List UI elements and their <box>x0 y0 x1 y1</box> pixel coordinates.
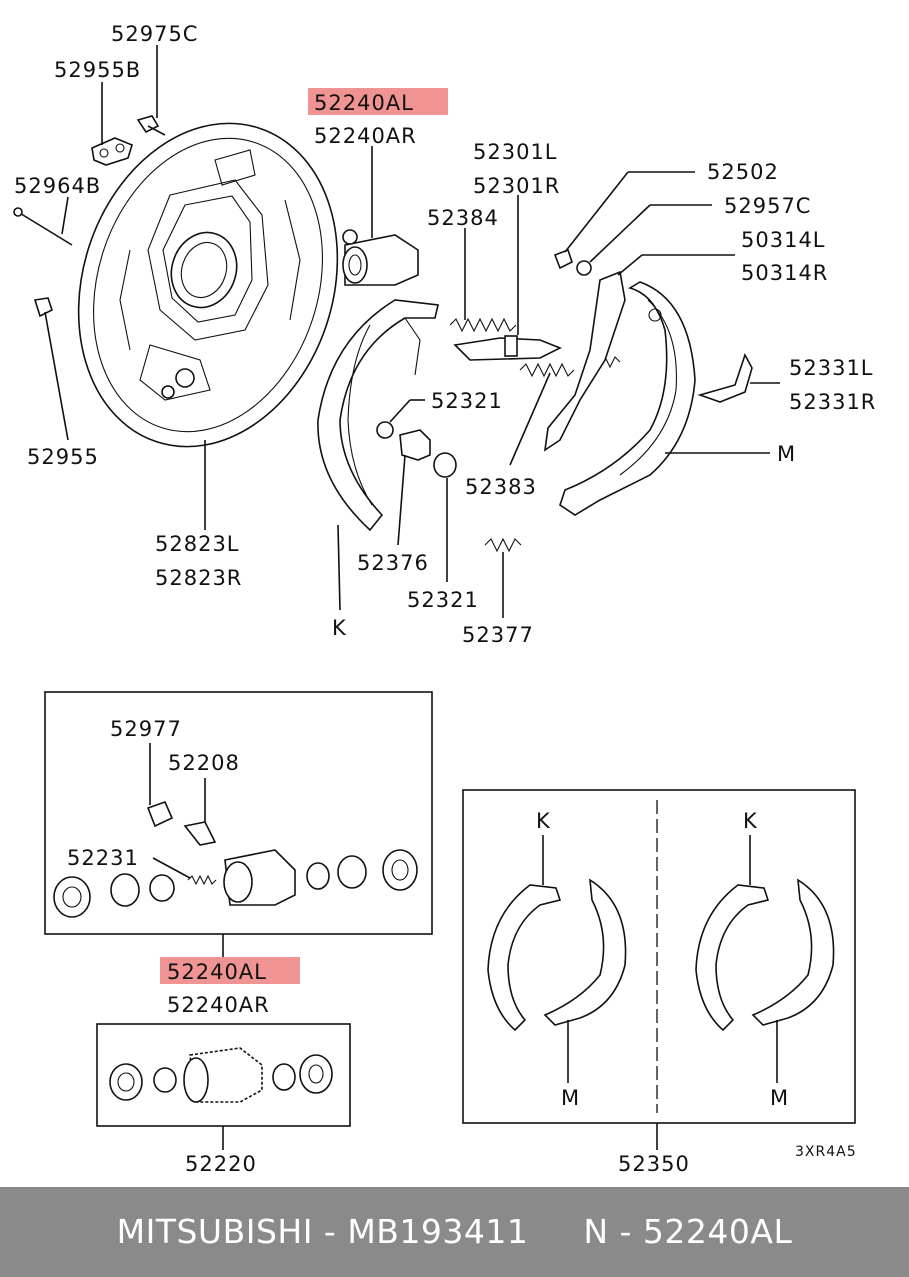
label-52301R: 52301R <box>473 174 560 198</box>
label-52376: 52376 <box>357 551 429 575</box>
label-52823L: 52823L <box>155 532 240 556</box>
highlight-52240AL-mid <box>160 957 300 984</box>
label-52350: 52350 <box>618 1152 690 1176</box>
shoe-pair-left <box>487 835 627 1083</box>
spring-52376 <box>397 429 431 546</box>
label-52240AR-top: 52240AR <box>314 124 417 148</box>
label-K-right: K <box>743 809 758 833</box>
exploded-brake-diagram: 52975C 52955B 52964B 52955 52823L 52823R… <box>13 22 876 1176</box>
label-52321-a: 52321 <box>431 389 503 413</box>
part-52955B <box>91 82 133 166</box>
label-M-right: M <box>770 1086 789 1110</box>
label-52331L: 52331L <box>789 356 874 380</box>
part-52957C <box>576 204 712 276</box>
brake-shoe-M-top <box>559 281 770 516</box>
label-52301L: 52301L <box>473 140 558 164</box>
label-52208: 52208 <box>168 751 240 775</box>
label-52220: 52220 <box>185 1152 257 1176</box>
part-52975C <box>136 45 166 136</box>
label-52321-b: 52321 <box>407 588 479 612</box>
label-52231: 52231 <box>67 846 139 870</box>
brake-shoe-K-top <box>317 299 439 611</box>
label-52955B: 52955B <box>54 58 141 82</box>
adjuster-52301 <box>453 195 562 361</box>
footer-part-number: MITSUBISHI - MB193411 N - 52240AL <box>116 1212 793 1251</box>
footer-bar: MITSUBISHI - MB193411 N - 52240AL <box>0 1187 909 1277</box>
label-52955: 52955 <box>27 445 99 469</box>
spring-52377 <box>484 537 522 618</box>
lever-50314 <box>543 254 735 452</box>
label-52977: 52977 <box>110 717 182 741</box>
box-wheel-cylinder-kit <box>44 691 433 935</box>
label-52240AL-top: 52240AL <box>314 91 414 115</box>
box-shoe-kit <box>462 789 856 1124</box>
label-52377: 52377 <box>462 623 534 647</box>
part-52331 <box>697 352 780 403</box>
spring-52384 <box>449 228 517 333</box>
label-52823R: 52823R <box>155 566 242 590</box>
label-K-left: K <box>536 809 551 833</box>
label-52240AR-mid: 52240AR <box>167 993 270 1017</box>
label-52383: 52383 <box>465 475 537 499</box>
shoe-pair-right <box>695 835 835 1083</box>
label-M-left: M <box>561 1086 580 1110</box>
wheel-cylinder-top <box>342 146 419 286</box>
wheel-cylinder-exploded <box>53 743 418 918</box>
backing-plate <box>77 122 339 448</box>
wheel-cylinder-assy <box>109 1047 333 1103</box>
label-52384: 52384 <box>427 206 499 230</box>
label-52331R: 52331R <box>789 390 876 414</box>
label-52502: 52502 <box>707 160 779 184</box>
label-52957C: 52957C <box>724 194 811 218</box>
part-52502 <box>553 171 695 270</box>
diagram-code: 3XR4A5 <box>795 1144 857 1160</box>
label-50314R: 50314R <box>741 261 828 285</box>
label-52240AL-mid: 52240AL <box>167 960 267 984</box>
label-50314L: 50314L <box>741 228 826 252</box>
highlight-52240AL-top <box>308 88 448 115</box>
part-52321-a <box>376 399 425 439</box>
part-52955 <box>33 297 69 441</box>
label-M-top: M <box>777 442 796 466</box>
part-52964B <box>13 196 73 246</box>
label-52964B: 52964B <box>14 174 101 198</box>
part-52321-b <box>433 452 457 582</box>
label-52975C: 52975C <box>111 22 198 46</box>
label-K-top: K <box>332 616 347 640</box>
